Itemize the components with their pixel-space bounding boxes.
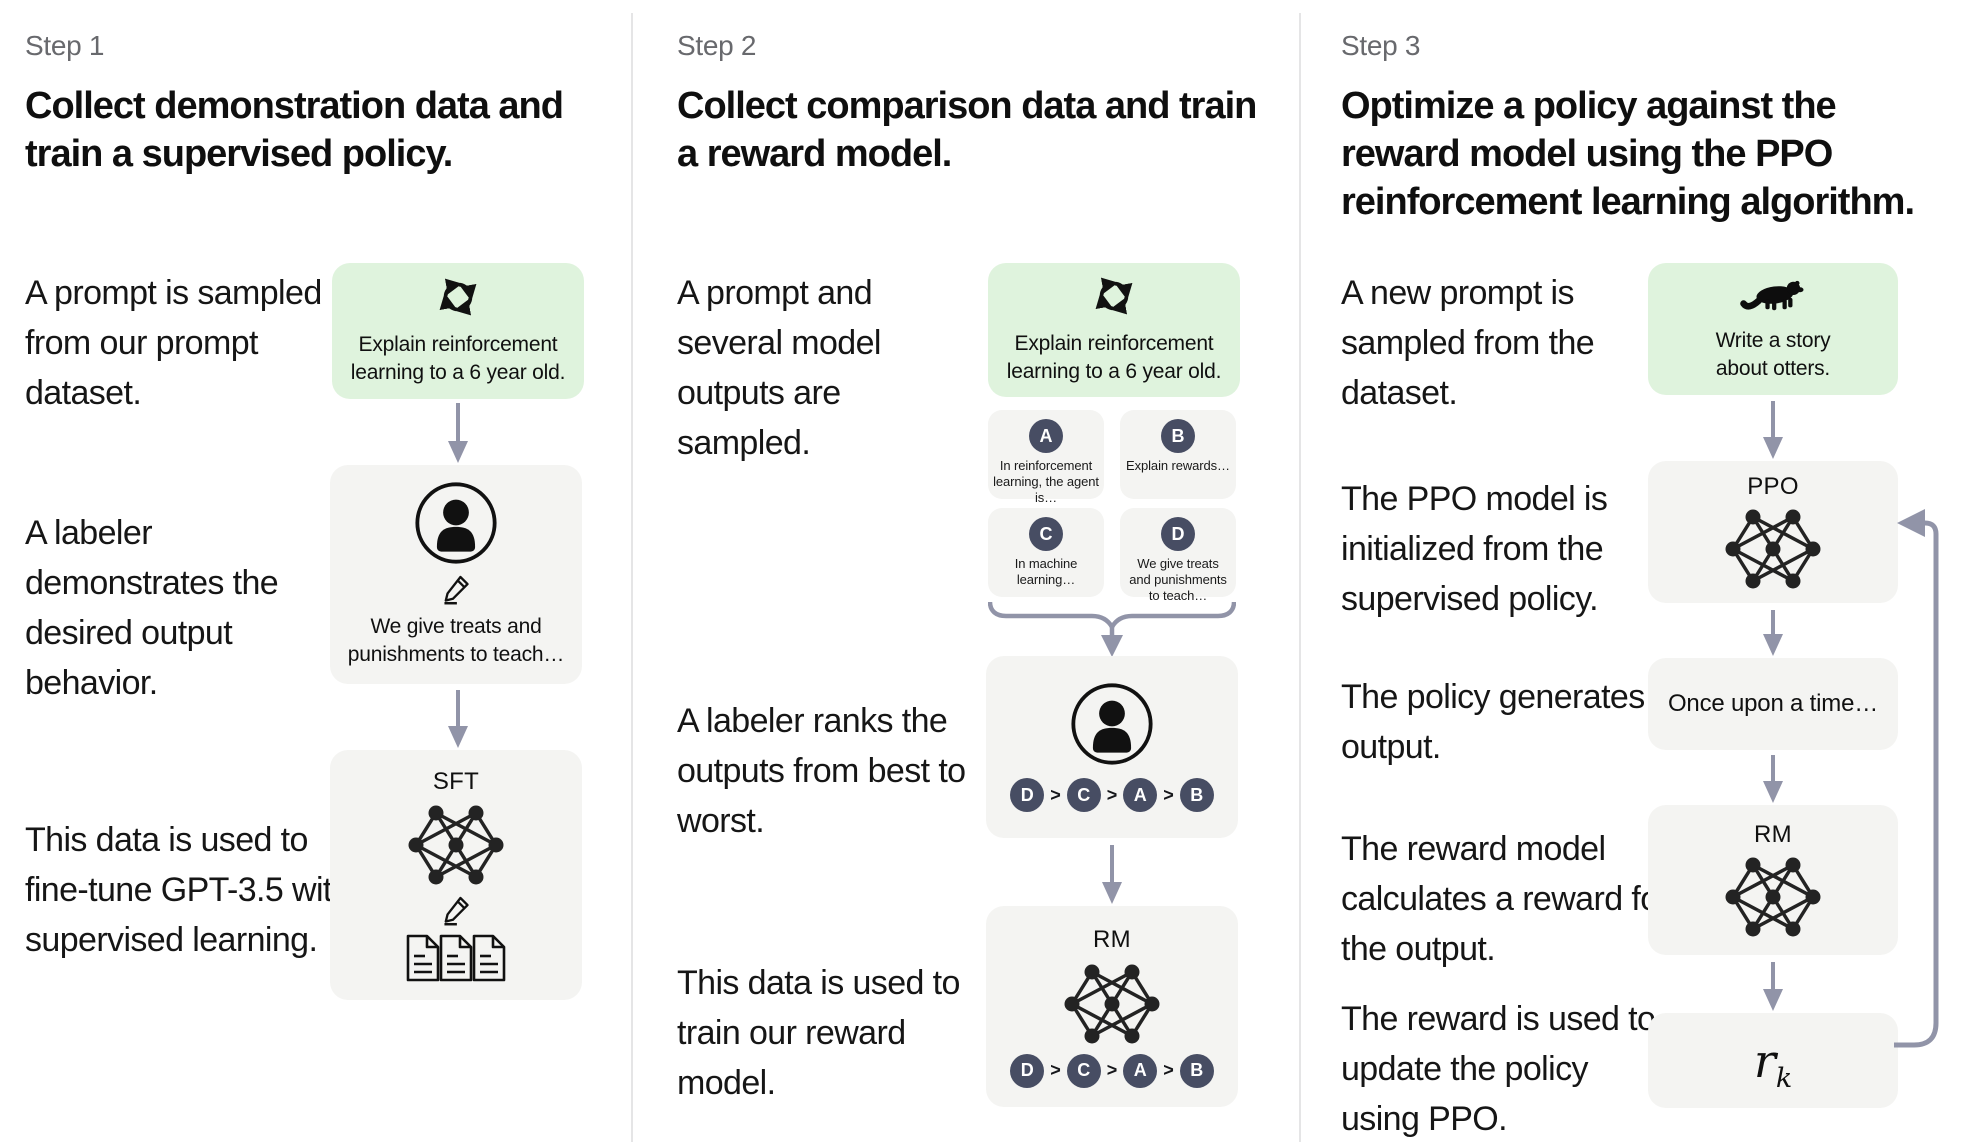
step1-caption-labeler: A labeler demonstrates the desired outpu… <box>25 514 279 702</box>
step1-sft-box: SFT <box>330 750 582 1000</box>
step1-prompt-text: Explain reinforcement learning to a 6 ye… <box>350 332 566 384</box>
column-divider <box>1299 13 1301 1142</box>
loop-arrow-icon <box>1894 509 1939 1048</box>
step1-labeler-box: We give treats and punishments to teach… <box>330 465 582 684</box>
step1-caption-data: This data is used to fine-tune GPT-3.5 w… <box>25 821 351 959</box>
output-text-b: Explain rewards… <box>1126 458 1230 473</box>
rank-separator: > <box>1163 1060 1174 1080</box>
pencil-icon <box>440 894 472 926</box>
rm-label: RM <box>1093 925 1131 953</box>
rank-separator: > <box>1163 784 1174 805</box>
step3-prompt-box: Write a story about otters. <box>1648 263 1898 395</box>
rank-separator: > <box>1050 784 1061 805</box>
output-card-b: B Explain rewards… <box>1120 410 1236 499</box>
documents-row <box>403 933 509 983</box>
step3-ppo-box: PPO <box>1648 461 1898 603</box>
person-icon <box>1070 682 1154 766</box>
output-text-c: In machine learning… <box>1014 556 1078 587</box>
step3-caption-prompt: A new prompt is sampled from the dataset… <box>1341 274 1595 412</box>
step1-title: Collect demonstration data and train a s… <box>25 85 564 175</box>
rm-label: RM <box>1754 821 1792 848</box>
step2-caption-prompt: A prompt and several model outputs are s… <box>677 274 881 462</box>
step2-prompt-text: Explain reinforcement learning to a 6 ye… <box>1006 331 1222 383</box>
rank-badge: C <box>1066 1053 1101 1088</box>
ranking-row: D > C > A > B <box>1010 1053 1214 1088</box>
rank-separator: > <box>1050 1060 1061 1080</box>
neural-network-icon <box>1723 855 1823 939</box>
arrow-down-icon <box>1102 845 1122 904</box>
step3-caption-init: The PPO model is initialized from the su… <box>1341 480 1608 618</box>
step2-caption-rank: A labeler ranks the outputs from best to… <box>677 702 966 840</box>
column-divider <box>631 13 633 1142</box>
step1-prompt-box: Explain reinforcement learning to a 6 ye… <box>332 263 584 399</box>
step2-caption-data: This data is used to train our reward mo… <box>677 964 960 1102</box>
step3-output-text: Once upon a time… <box>1667 690 1879 717</box>
step3-label: Step 3 <box>1341 30 1421 61</box>
step3-reward-box: rk <box>1648 1013 1898 1108</box>
cycle-arrows-icon <box>1093 275 1135 317</box>
curly-brace-icon <box>988 601 1236 657</box>
ppo-label: PPO <box>1747 473 1799 500</box>
arrow-down-icon <box>1763 401 1783 459</box>
arrow-down-icon <box>448 403 468 463</box>
reward-value: rk <box>1753 1033 1792 1092</box>
neural-network-icon <box>1062 962 1162 1046</box>
reward-subscript: k <box>1775 1062 1793 1094</box>
rank-separator: > <box>1106 784 1118 805</box>
reward-symbol: r <box>1753 1033 1776 1088</box>
output-card-c: C In machine learning… <box>988 508 1104 597</box>
step1-label: Step 1 <box>25 30 105 61</box>
output-badge-c: C <box>1029 517 1063 551</box>
step1-labeler-text: We give treats and punishments to teach… <box>347 614 565 666</box>
step2-ranking-box: D > C > A > B <box>986 656 1238 838</box>
output-card-d: D We give treats and punishments to teac… <box>1120 508 1236 603</box>
step3-title: Optimize a policy against the reward mod… <box>1341 85 1915 223</box>
output-text-a: In reinforcement learning, the agent is… <box>993 458 1099 505</box>
step2-rm-box: RM D > C > A > B <box>986 906 1238 1107</box>
person-icon <box>414 481 498 565</box>
rank-badge: B <box>1179 778 1214 812</box>
step3-caption-output: The policy generates an output. <box>1341 678 1691 766</box>
rank-badge: A <box>1123 1053 1158 1088</box>
otter-icon <box>1740 276 1806 314</box>
rank-badge: B <box>1179 1053 1214 1088</box>
cycle-arrows-icon <box>437 276 479 318</box>
arrow-down-icon <box>1763 755 1783 803</box>
rank-badge: D <box>1010 778 1045 812</box>
step3-rm-box: RM <box>1648 805 1898 955</box>
step1-caption-prompt: A prompt is sampled from our prompt data… <box>25 274 322 412</box>
step3-prompt-text: Write a story about otters. <box>1715 328 1831 380</box>
neural-network-icon <box>406 803 506 887</box>
output-text-d: We give treats and punishments to teach… <box>1129 556 1227 603</box>
arrow-down-icon <box>1763 610 1783 656</box>
rank-badge: A <box>1123 778 1158 812</box>
output-badge-b: B <box>1161 419 1195 453</box>
step2-prompt-box: Explain reinforcement learning to a 6 ye… <box>988 263 1240 397</box>
step2-label: Step 2 <box>677 30 757 61</box>
rank-badge: D <box>1010 1053 1045 1088</box>
document-icon <box>469 933 509 983</box>
step3-caption-reward: The reward model calculates a reward for… <box>1341 830 1670 968</box>
output-card-a: A In reinforcement learning, the agent i… <box>988 410 1104 505</box>
arrow-down-icon <box>1763 962 1783 1011</box>
arrow-down-icon <box>448 690 468 748</box>
ranking-row: D > C > A > B <box>1010 778 1214 812</box>
pencil-icon <box>440 573 472 605</box>
step3-output-box: Once upon a time… <box>1648 658 1898 750</box>
output-badge-d: D <box>1161 517 1195 551</box>
rank-separator: > <box>1106 1060 1118 1080</box>
sft-label: SFT <box>432 767 480 795</box>
step2-title: Collect comparison data and train a rewa… <box>677 85 1257 175</box>
neural-network-icon <box>1723 507 1823 591</box>
rank-badge: C <box>1066 778 1101 812</box>
step3-caption-update: The reward is used to update the policy … <box>1341 1000 1656 1138</box>
output-badge-a: A <box>1029 419 1063 453</box>
